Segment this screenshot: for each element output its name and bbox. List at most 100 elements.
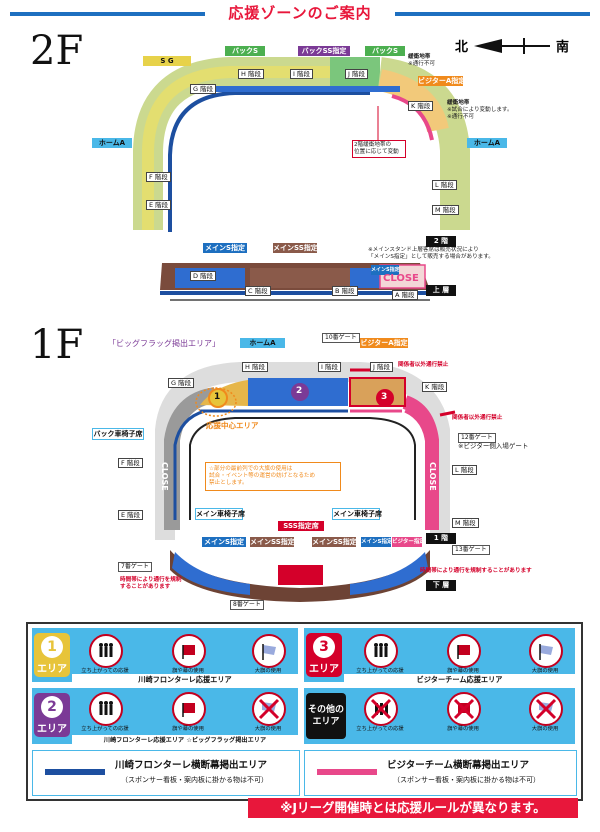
legend-zone1: 1 エリア 立ち上がっての応援 旗や幕の使用 大旗の使用: [32, 628, 298, 682]
standing-prohibited-icon: [364, 692, 398, 726]
1f-sss-block: [278, 565, 323, 585]
1f-close-right: CLOSE: [428, 462, 437, 491]
zone2-strip: 川崎フロンターレ応援エリア ☆ビッグフラッグ掲出エリア: [72, 735, 298, 746]
1f-gate-10: 10番ゲート: [322, 333, 360, 343]
legend-banner-visitor: ビジターチーム横断幕掲出エリア （スポンサー看板・案内板に掛かる物は不可）: [304, 750, 577, 796]
home-banner-title: 川崎フロンターレ横断幕掲出エリア: [115, 760, 268, 771]
2f-sect-c: C 階段: [245, 286, 271, 296]
legend-other: その他の エリア 立ち上がっての応援 旗や幕の使用 大旗の使用: [304, 688, 575, 744]
1f-sect-e: E 階段: [118, 510, 144, 520]
2f-mainstand-note: ※メインスタンド上層客席は販売状況により 「メインS指定」として販売する場合があ…: [368, 247, 494, 260]
zone1-strip: 川崎フロンターレ応援エリア: [72, 674, 298, 685]
1f-tag-back-wheelchair: バック車椅子席: [92, 428, 144, 440]
1f-zone1-marker: [208, 388, 228, 408]
zone3-item-3: 大旗の使用: [531, 668, 559, 674]
zone3-badge: 3 エリア: [306, 633, 342, 677]
zone2-item-2: 旗や幕の使用: [172, 726, 204, 732]
1f-gate-12: 12番ゲート: [458, 433, 496, 443]
zone1-badge: 1 エリア: [34, 633, 70, 677]
1f-home-banner-line: [173, 409, 206, 520]
1f-time-restrict-left: 時間帯により通行を規制 することがあります: [120, 577, 182, 590]
2f-sect-k: K 階段: [408, 101, 434, 111]
2f-tag-back-s-left: バックS: [225, 46, 265, 56]
other-item-2: 旗や幕の使用: [447, 726, 479, 732]
legend-banner-home: 川崎フロンターレ横断幕掲出エリア （スポンサー看板・案内板に掛かる物は不可）: [32, 750, 300, 796]
2f-sect-m: M 階段: [432, 205, 459, 215]
1f-time-restrict-right: 時間帯により通行を規制することがあります: [420, 568, 532, 574]
visitor-banner-sub: （スポンサー看板・案内板に掛かる物は不可）: [393, 776, 540, 784]
2f-sect-i: I 階段: [290, 69, 313, 79]
1f-sect-k: K 階段: [422, 382, 448, 392]
flag-banner-icon: [447, 634, 481, 668]
floor-1f-label: 1F: [30, 322, 84, 368]
1f-zone2-marker: [291, 383, 309, 401]
1f-tag-visitor-a: ビジターA指定: [360, 338, 408, 348]
legend-zone2: 2 エリア 立ち上がっての応援 旗や幕の使用 大旗の使用: [32, 688, 298, 744]
2f-nikai-badge: 2 階: [426, 236, 456, 247]
2f-sect-f: F 階段: [146, 172, 171, 182]
2f-tag-visitor-a: ビジターA指定: [418, 76, 466, 86]
2f-sect-b: B 階段: [332, 286, 358, 296]
legend-panel: 1 エリア 立ち上がっての応援 旗や幕の使用 大旗の使用 川崎フロンターレ応援エ…: [26, 622, 583, 801]
1f-gate-8: 8番ゲート: [230, 600, 264, 610]
1f-gate-13: 13番ゲート: [452, 545, 490, 555]
2f-tag-main-ss: メインSS指定: [273, 243, 318, 253]
1f-right-close-stand: [402, 395, 439, 530]
2f-sect-l: L 階段: [432, 180, 457, 190]
2f-sect-h: H 階段: [238, 69, 264, 79]
1f-sect-j: J 階段: [370, 362, 393, 372]
1f-tag-main-ss-right: メインSS指定: [312, 537, 357, 547]
flag-banner-icon: [172, 692, 206, 726]
other-badge: その他の エリア: [306, 693, 346, 739]
standing-icon: [364, 634, 398, 668]
2f-sect-g: G 階段: [190, 84, 217, 94]
2f-buffer-top-title: 緩衝地帯: [408, 54, 431, 60]
1f-sect-l: L 階段: [452, 465, 477, 475]
2f-tag-main-s-upper: メインS指定: [371, 265, 400, 275]
2f-sect-e: E 階段: [146, 200, 172, 210]
1f-tag-main-s-right: メインS指定: [361, 537, 393, 547]
footer-notice: ※Jリーグ開催時とは応援ルールが異なります。: [248, 798, 578, 818]
2f-jyoso-badge: 上 層: [426, 285, 456, 296]
1f-visitor-gate-note: ※ビジター側入場ゲート: [458, 442, 529, 450]
1f-zone3-marker: [376, 389, 394, 407]
1f-big-flag-label: 「ビッグフラッグ掲出エリア」: [108, 339, 220, 348]
2f-tag-back-ss: バックSS指定: [298, 46, 350, 56]
2f-close-label: CLOSE: [383, 273, 419, 284]
big-flag-icon: [529, 634, 563, 668]
big-flag-prohibited-icon: [529, 692, 563, 726]
1f-tag-home-a: ホームA: [240, 338, 285, 348]
1f-zone3-num: 3: [381, 392, 388, 402]
1f-sect-m: M 階段: [452, 518, 479, 528]
compass-south: 南: [556, 40, 570, 55]
visitor-banner-title: ビジターチーム横断幕掲出エリア: [387, 760, 530, 771]
1f-left-close-stand: [164, 387, 217, 530]
visitor-banner-swatch: [317, 769, 377, 775]
title-rule-right: [390, 12, 590, 16]
flag-prohibited-icon: [447, 692, 481, 726]
2f-sect-a: A 階段: [392, 290, 418, 300]
zone1-item-2: 旗や幕の使用: [172, 668, 204, 674]
zone1-item-1: 立ち上がっての応援: [81, 668, 129, 674]
1f-sect-g: G 階段: [168, 378, 195, 388]
zone1-item-3: 大旗の使用: [254, 668, 282, 674]
standing-icon: [89, 634, 123, 668]
1f-kanren-left: 関係者以外通行禁止: [398, 362, 449, 368]
2f-sect-j: J 階段: [345, 69, 368, 79]
2f-visitor-block: [377, 69, 449, 133]
zone3-item-1: 立ち上がっての応援: [356, 668, 404, 674]
compass-arrow-icon: [474, 38, 550, 54]
2f-tag-back-s-right: バックS: [365, 46, 405, 56]
zone3-item-2: 旗や幕の使用: [447, 668, 479, 674]
1f-gate-7: 7番ゲート: [118, 562, 152, 572]
2f-visitor-banner-line: [391, 94, 434, 141]
compass-north: 北: [455, 40, 469, 55]
1f-kaso-badge: 下 層: [426, 580, 456, 591]
2f-tag-home-a-right: ホームA: [467, 138, 507, 148]
2f-buffer-box: 2階緩衝地帯の 位置に応じて変動: [352, 140, 406, 158]
2f-buffer-top-body: ※通行不可: [408, 61, 436, 67]
other-item-3: 大旗の使用: [531, 726, 559, 732]
1f-center-area-label: 応援中心エリア: [206, 421, 259, 430]
1f-zone1-num: 1: [214, 392, 221, 402]
2f-buffer-mid-title: 緩衝地帯: [447, 100, 470, 106]
